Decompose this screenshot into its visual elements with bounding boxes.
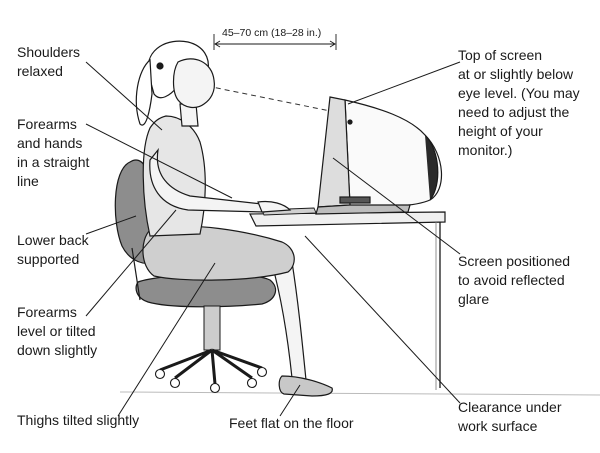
leader-lines [85,61,461,417]
leader-lower-back [85,215,137,235]
label-clearance: Clearance under work surface [458,399,562,434]
label-screen-positioned: Screen positioned to avoid reflected gla… [458,253,571,307]
leader-clearance [304,235,461,404]
sight-line [206,85,341,114]
label-lower-back-supported: Lower back supported [17,232,89,267]
desk [249,211,446,390]
label-forearms-level: Forearms level or tilted down slightly [17,304,98,358]
leader-feet [279,384,301,417]
label-top-of-screen: Top of screen at or slightly below eye l… [458,47,580,158]
distance-dimension-arrow [213,34,337,50]
label-shoulders-relaxed: Shoulders relaxed [17,44,81,79]
floor-line [119,391,600,396]
distance-label: 45–70 cm (18–28 in.) [222,27,322,39]
person [135,40,333,397]
leader-forearms-level [85,209,177,317]
leader-top-screen [347,61,461,105]
label-feet-flat: Feet flat on the floor [229,415,354,431]
monitor [315,96,442,215]
leader-shoulders [85,61,163,131]
leader-forearms-hands [85,123,233,199]
leader-thighs [117,262,216,417]
leader-screen-positioned [332,157,461,255]
label-forearms-and-hands: Forearms and hands in a straight line [17,116,90,189]
label-thighs-tilted: Thighs tilted slightly [17,412,140,428]
